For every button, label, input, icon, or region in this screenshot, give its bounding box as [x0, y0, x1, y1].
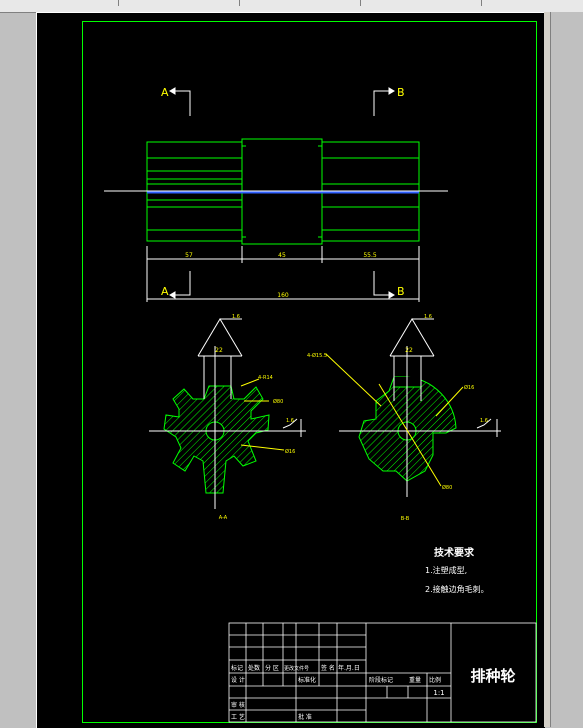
- section-marker-b-top: [373, 87, 395, 116]
- title-cell: 阶段标记: [369, 676, 393, 684]
- title-cell: 标准化: [298, 676, 316, 684]
- roughness-side: 1.6: [480, 418, 488, 424]
- outer-diameter: Ø80: [442, 484, 452, 491]
- dimension-lines: [146, 246, 420, 302]
- inner-diameter: Ø16: [464, 384, 474, 391]
- width-dim: 22: [215, 347, 223, 354]
- title-cell: 重量: [409, 676, 421, 684]
- section-view-a: [149, 318, 306, 509]
- view-caption: A-A: [219, 515, 228, 521]
- section-marker-b-bottom: [373, 271, 395, 299]
- engineering-drawing: A B: [82, 21, 537, 723]
- outer-diameter: Ø80: [273, 398, 283, 405]
- toolbar-segment[interactable]: [0, 0, 119, 6]
- roughness-mark: 1.6: [424, 314, 432, 320]
- title-cell: 批 准: [298, 713, 312, 721]
- drawing-border: [82, 21, 537, 723]
- drawing-canvas[interactable]: A B: [36, 12, 545, 728]
- dimension-right: 55.5: [363, 252, 377, 259]
- toolbar-segment[interactable]: [240, 0, 361, 6]
- section-label: A: [161, 285, 169, 298]
- section-view-b: [325, 318, 501, 497]
- title-cell: 审 核: [231, 701, 245, 709]
- title-cell: 工 艺: [231, 713, 245, 721]
- title-cell: 分 区: [265, 664, 279, 672]
- width-dim: 22: [405, 347, 413, 354]
- hole-label: 4-Ø15.5: [307, 352, 327, 359]
- title-cell: 标记: [231, 664, 243, 672]
- title-cell: 设 计: [231, 676, 245, 684]
- notes-title: 技术要求: [434, 546, 475, 559]
- title-block: [228, 622, 537, 723]
- section-label: B: [397, 285, 405, 298]
- title-cell: 更改文件号: [284, 665, 309, 672]
- hole-label: 4-R14: [258, 375, 273, 381]
- title-cell: 处数: [248, 664, 260, 672]
- toolbar-segment[interactable]: [361, 0, 482, 6]
- section-label: A: [161, 86, 169, 99]
- dimension-left: 57: [185, 252, 193, 259]
- title-cell: 年.月.日: [338, 664, 360, 672]
- toolbar-segment[interactable]: [119, 0, 240, 6]
- title-cell: 签 名: [321, 664, 335, 672]
- title-cell: 比例: [429, 676, 441, 684]
- section-marker-a-bottom: [169, 271, 191, 299]
- roughness-side: 1.6: [286, 418, 294, 424]
- view-caption: B-B: [401, 516, 410, 522]
- notes-line: 1.注塑成型,: [425, 565, 467, 575]
- inner-diameter: Ø16: [285, 448, 295, 455]
- section-label: B: [397, 86, 405, 99]
- dimension-overall: 160: [277, 292, 289, 299]
- dimension-middle: 45: [278, 252, 286, 259]
- section-marker-a-top: [169, 87, 191, 116]
- scale-value: 1:1: [433, 689, 444, 697]
- vertical-scrollbar[interactable]: [544, 12, 583, 727]
- notes-line: 2.接触边角毛刺。: [425, 584, 489, 594]
- scrollbar-track[interactable]: [544, 12, 551, 727]
- roughness-mark: 1.6: [232, 314, 240, 320]
- part-name: 排种轮: [470, 667, 515, 685]
